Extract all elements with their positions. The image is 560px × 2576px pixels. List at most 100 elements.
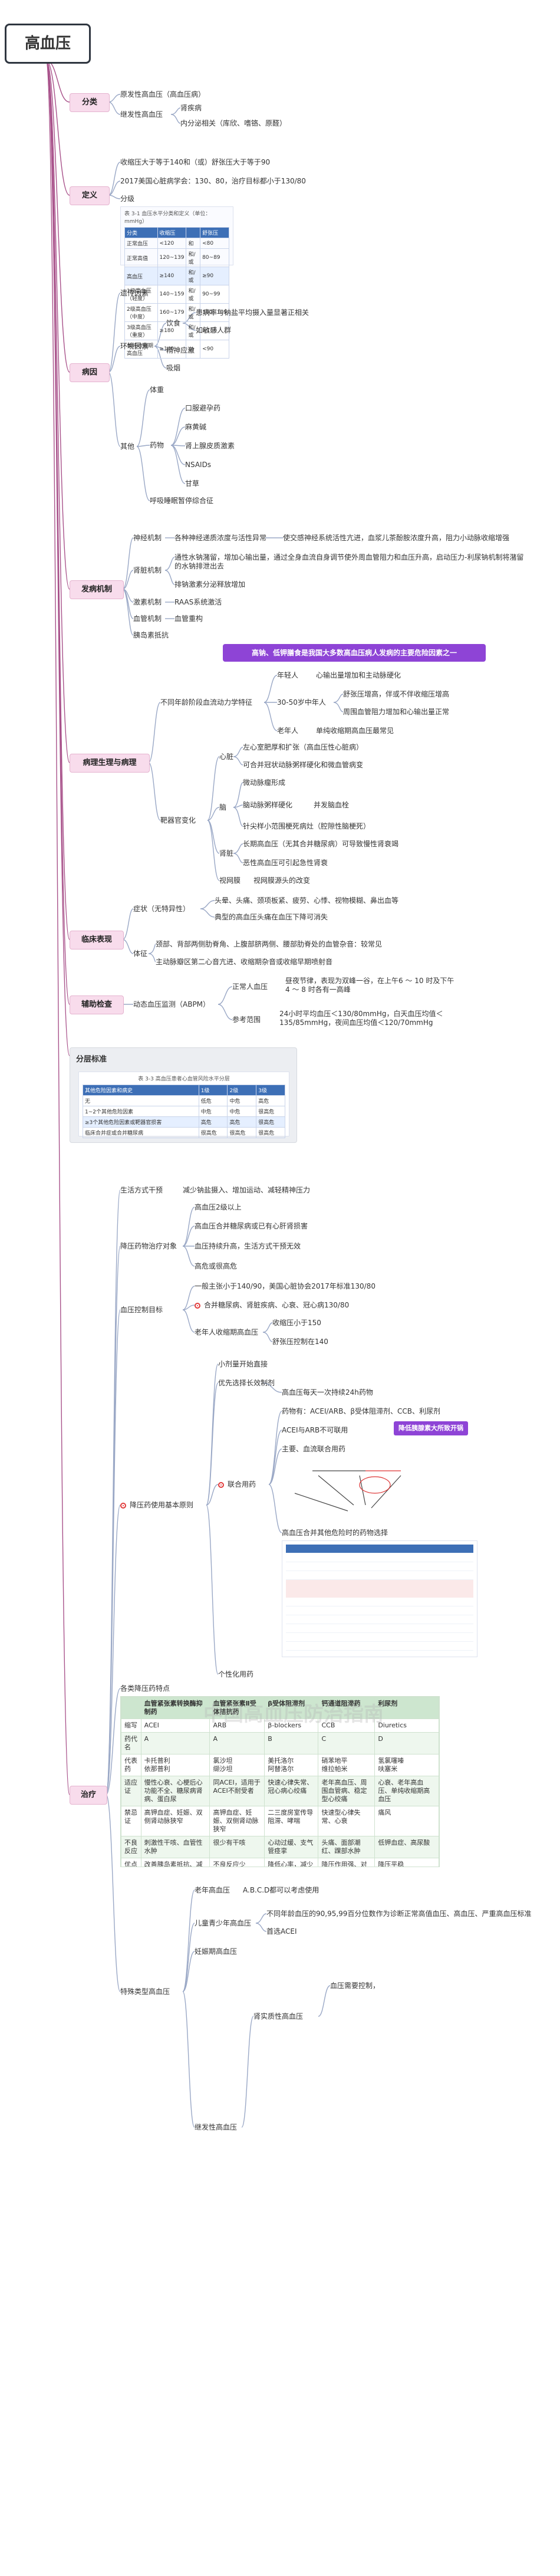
node-circadian[interactable]: 昼夜节律，表现为双峰一谷，在上午6 ～ 10 时及下午4 ～ 8 时各有一高峰 <box>285 977 454 994</box>
node-persistent[interactable]: 血压持续升高，生活方式干预无效 <box>195 1242 301 1250</box>
node-grading[interactable]: 分级 <box>120 195 135 203</box>
node-smoking[interactable]: 吸烟 <box>166 364 181 372</box>
node-target-general[interactable]: 一般主张小于140/90，美国心脏协会2017年标准130/80 <box>195 1282 375 1290</box>
node-chronic-renal[interactable]: 长期高血压（无其合并糖尿病）可导致慢性肾衰竭 <box>243 840 399 848</box>
node-typical-headache[interactable]: 典型的高血压头痛在血压下降可消失 <box>215 913 328 921</box>
node-sodium-retention[interactable]: 通性水钠潴留，增加心输出量，通过全身血流自身调节使外周血管阻力和血压升高，启动压… <box>174 553 524 570</box>
node-main-combo[interactable]: 主要、血流联合用药 <box>282 1445 346 1453</box>
node-hormonal[interactable]: 激素机制 <box>133 598 162 606</box>
node-mental-stress[interactable]: 精神应激 <box>166 346 195 354</box>
node-drug-features[interactable]: 各类降压药特点 <box>120 1684 170 1693</box>
node-acei-arb[interactable]: ACEI与ARB不可联用 <box>282 1426 348 1434</box>
node-vascular[interactable]: 血管机制 <box>133 615 162 623</box>
node-sleep-apnea[interactable]: 呼吸睡眠暂停综合征 <box>150 497 214 505</box>
section-treatment[interactable]: 治疗 <box>70 1786 107 1805</box>
node-combination[interactable]: 联合用药 <box>228 1480 256 1489</box>
root-title[interactable]: 高血压 <box>5 24 91 64</box>
node-lv-hypertrophy[interactable]: 左心室肥厚和扩张（高血压性心脏病） <box>243 743 364 751</box>
node-corticosteroid[interactable]: 肾上腺皮质激素 <box>185 442 235 450</box>
node-neural[interactable]: 神经机制 <box>133 534 162 542</box>
node-coronary[interactable]: 可合并冠状动脉粥样硬化和微血管病变 <box>243 761 364 769</box>
node-ephedrine[interactable]: 麻黄碱 <box>185 423 207 431</box>
node-pediatric-acei[interactable]: 首选ACEI <box>266 1927 297 1936</box>
node-elderly[interactable]: 老年人 <box>277 727 299 735</box>
node-other[interactable]: 其他 <box>120 442 135 451</box>
node-def-140-90[interactable]: 收缩压大于等于140和（或）舒张压大于等于90 <box>120 158 271 166</box>
node-cerebral-athero[interactable]: 脑动脉粥样硬化 <box>243 801 293 809</box>
node-def-2017-acc[interactable]: 2017美国心脏病学会：130、80，治疗目标都小于130/80 <box>120 177 306 185</box>
node-pediatric-text[interactable]: 不同年龄血压的90,95,99百分位数作为诊断正常高值血压、高血压、严重高血压标… <box>266 1910 532 1918</box>
node-endocrine[interactable]: 内分泌相关（库欣、嗜铬、原醛） <box>180 119 287 127</box>
node-bp-target[interactable]: 血压控制目标 <box>120 1306 163 1314</box>
section-clinical[interactable]: 临床表现 <box>70 931 124 949</box>
node-microaneurysm[interactable]: 微动脉瘤形成 <box>243 778 286 787</box>
section-auxiliary[interactable]: 辅助检查 <box>70 995 124 1014</box>
section-etiology[interactable]: 病因 <box>70 363 110 382</box>
node-pregnancy[interactable]: 妊娠期高血压 <box>195 1947 238 1956</box>
section-classification[interactable]: 分类 <box>70 93 110 112</box>
node-renal-parenchymal[interactable]: 肾实质性高血压 <box>253 2012 304 2020</box>
node-low-dose[interactable]: 小剂量开始直接 <box>218 1360 268 1368</box>
node-elderly-target[interactable]: 老年人收缩期高血压 <box>195 1328 259 1336</box>
node-neurotransmitter[interactable]: 各种神经递质浓度与活性异常 <box>174 534 267 542</box>
node-symptoms[interactable]: 症状（无特异性） <box>133 905 190 913</box>
node-secondary-htn[interactable]: 继发性高血压 <box>195 2123 238 2131</box>
node-nsaids[interactable]: NSAIDs <box>185 461 212 469</box>
node-primary-hypertension[interactable]: 原发性高血压（高血压病） <box>120 90 206 98</box>
node-diabetes-organ[interactable]: 高血压合并糖尿病或已有心肝肾损害 <box>195 1222 308 1230</box>
node-secondary-hypertension[interactable]: 继发性高血压 <box>120 110 163 119</box>
node-elderly-htn[interactable]: 老年高血压 <box>195 1886 230 1894</box>
node-drug-principles[interactable]: 降压药使用基本原则 <box>130 1501 194 1509</box>
node-elderly-text[interactable]: 单纯收缩期高血压最常见 <box>316 727 394 735</box>
node-middle-age-resistance[interactable]: 周围血管阻力增加和心输出量正常 <box>343 708 450 716</box>
node-normal-bp[interactable]: 正常人血压 <box>232 983 268 991</box>
node-oral-contraceptive[interactable]: 口服避孕药 <box>185 404 221 412</box>
node-long-acting[interactable]: 优先选择长效制剂 <box>218 1379 275 1387</box>
node-kidney-disease[interactable]: 肾疾病 <box>180 104 202 112</box>
node-retina[interactable]: 视网膜 <box>219 876 241 885</box>
node-lacunar[interactable]: 针尖样小范围梗死病灶（腔隙性脑梗死） <box>243 822 371 830</box>
node-drug-indication[interactable]: 降压药物治疗对象 <box>120 1242 177 1250</box>
node-diet[interactable]: 饮食 <box>166 319 181 327</box>
node-young[interactable]: 年轻人 <box>277 671 299 679</box>
node-signs[interactable]: 体征 <box>133 949 148 958</box>
node-salt-sensitive[interactable]: 如敏感人群 <box>196 326 232 334</box>
node-acute-renal[interactable]: 恶性高血压可引起急性肾衰 <box>243 859 328 867</box>
node-retina-text[interactable]: 视网膜源头的改变 <box>253 876 311 885</box>
node-renal[interactable]: 肾脏机制 <box>133 566 162 574</box>
node-comorbid-choice[interactable]: 高血压合并其他危险时的药物选择 <box>282 1529 388 1537</box>
node-high-risk[interactable]: 高危或很高危 <box>195 1262 238 1270</box>
node-genetic[interactable]: 遗传因素 <box>120 289 149 297</box>
node-individualized[interactable]: 个性化用药 <box>218 1670 254 1678</box>
node-heart[interactable]: 心脏 <box>219 753 234 761</box>
node-thrombosis[interactable]: 并发脑血栓 <box>314 801 350 809</box>
node-drug-classes[interactable]: 药物有：ACEI/ARB、β受体阻滞剂、CCB、利尿剂 <box>282 1407 440 1415</box>
section-pathogenesis[interactable]: 发病机制 <box>70 580 124 599</box>
node-environment[interactable]: 环境因素 <box>120 342 149 350</box>
node-elderly-htn-text[interactable]: A.B.C.D都可以考虑使用 <box>243 1886 319 1894</box>
node-grade2[interactable]: 高血压2级以上 <box>195 1203 242 1211</box>
node-sympathetic[interactable]: 使交感神经系统活性亢进，血浆儿茶酚胺浓度升高，阻力小动脉收缩增强 <box>283 534 510 542</box>
node-natriuretic[interactable]: 排钠激素分泌释放增加 <box>174 580 246 589</box>
section-pathophysiology[interactable]: 病理生理与病理 <box>70 754 150 773</box>
node-special-types[interactable]: 特殊类型高血压 <box>120 1987 170 1996</box>
node-age-hemodynamics[interactable]: 不同年龄阶段血流动力学特征 <box>160 698 253 707</box>
node-raas[interactable]: RAAS系统激活 <box>174 598 222 606</box>
node-salt-correlation[interactable]: 患病率与钠盐平均摄入量显著正相关 <box>196 308 309 317</box>
node-control-bp[interactable]: 血压需要控制， <box>330 1982 380 1990</box>
node-once-daily[interactable]: 高血压每天一次持续24h药物 <box>282 1388 373 1397</box>
node-lifestyle-text[interactable]: 减少钠盐摄入、增加运动、减轻精神压力 <box>183 1186 311 1194</box>
node-pediatric[interactable]: 儿童青少年高血压 <box>195 1919 252 1927</box>
node-middle-age-diastolic[interactable]: 舒张压增高，伴或不伴收缩压增高 <box>343 690 450 698</box>
node-licorice[interactable]: 甘草 <box>185 479 200 488</box>
node-vascular-murmur[interactable]: 颈部、背部两侧肋脊角、上腹部脐两侧、腰部肋脊处的血管杂音：较常见 <box>156 940 383 948</box>
node-kidney[interactable]: 肾脏 <box>219 849 234 857</box>
node-lifestyle[interactable]: 生活方式干预 <box>120 1186 163 1194</box>
node-reference-values[interactable]: 24小时平均血压＜130/80mmHg，白天血压均值＜135/85mmHg，夜间… <box>279 1010 443 1027</box>
node-target-organ[interactable]: 靶器官变化 <box>160 816 196 824</box>
node-systolic-150[interactable]: 收缩压小于150 <box>272 1319 321 1327</box>
node-drugs[interactable]: 药物 <box>150 441 164 449</box>
node-middle-age[interactable]: 30-50岁中年人 <box>277 698 326 707</box>
node-diastolic-140[interactable]: 舒张压控制在140 <box>272 1338 328 1346</box>
node-reference-range[interactable]: 参考范围 <box>232 1016 261 1024</box>
